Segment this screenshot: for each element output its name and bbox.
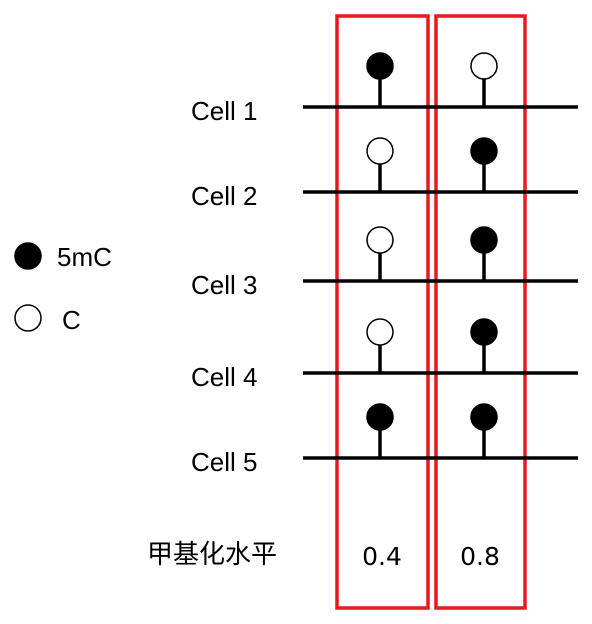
cell-label: Cell 2 xyxy=(191,181,257,211)
legend-methylated-marker xyxy=(14,242,42,270)
legend: 5mC C xyxy=(14,242,112,335)
unmethylated-cpg-marker xyxy=(366,137,394,165)
cell-row: Cell 2 xyxy=(191,137,578,211)
cell-label: Cell 5 xyxy=(191,447,257,477)
site-1-level: 0.4 xyxy=(362,542,402,571)
cell-row: Cell 3 xyxy=(191,226,578,300)
cell-label: Cell 1 xyxy=(191,96,257,126)
methylated-cpg-marker xyxy=(366,52,394,80)
unmethylated-cpg-marker xyxy=(366,318,394,346)
site-2-box xyxy=(434,14,527,610)
legend-unmethylated-label: C xyxy=(62,305,81,335)
site-2-level: 0.8 xyxy=(460,542,500,571)
site-highlight-boxes xyxy=(335,14,527,610)
methylated-cpg-marker xyxy=(470,137,498,165)
cell-rows: Cell 1 Cell 2 Cell 3 Cell 4 Cell 5 xyxy=(191,52,578,477)
cell-label: Cell 4 xyxy=(191,362,257,392)
cell-row: Cell 1 xyxy=(191,52,578,126)
cell-label: Cell 3 xyxy=(191,270,257,300)
methylation-level-label: 甲基化水平 xyxy=(147,539,277,569)
unmethylated-cpg-marker xyxy=(366,226,394,254)
cell-row: Cell 5 xyxy=(191,403,578,477)
methylated-cpg-marker xyxy=(470,226,498,254)
methylated-cpg-marker xyxy=(366,403,394,431)
methylated-cpg-marker xyxy=(470,403,498,431)
methylated-cpg-marker xyxy=(470,318,498,346)
cell-row: Cell 4 xyxy=(191,318,578,392)
site-1-box xyxy=(335,14,430,610)
legend-methylated-label: 5mC xyxy=(57,242,112,272)
unmethylated-cpg-marker xyxy=(470,52,498,80)
legend-unmethylated-marker xyxy=(14,304,42,332)
